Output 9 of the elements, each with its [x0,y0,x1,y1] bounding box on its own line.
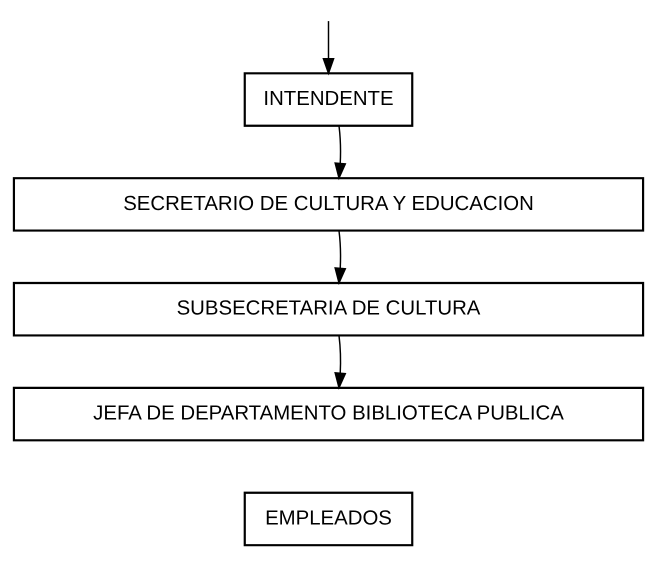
node-box: SECRETARIO DE CULTURA Y EDUCACION [12,176,644,232]
arrow [334,126,346,180]
node-box: INTENDENTE [244,72,414,126]
arrow [322,20,335,75]
node-box: EMPLEADOS [244,491,414,546]
node-box: JEFA DE DEPARTAMENTO BIBLIOTECA PUBLICA [12,386,644,441]
arrow [334,230,346,285]
arrow [334,335,346,390]
node-box: SUBSECRETARIA DE CULTURA [12,281,644,336]
